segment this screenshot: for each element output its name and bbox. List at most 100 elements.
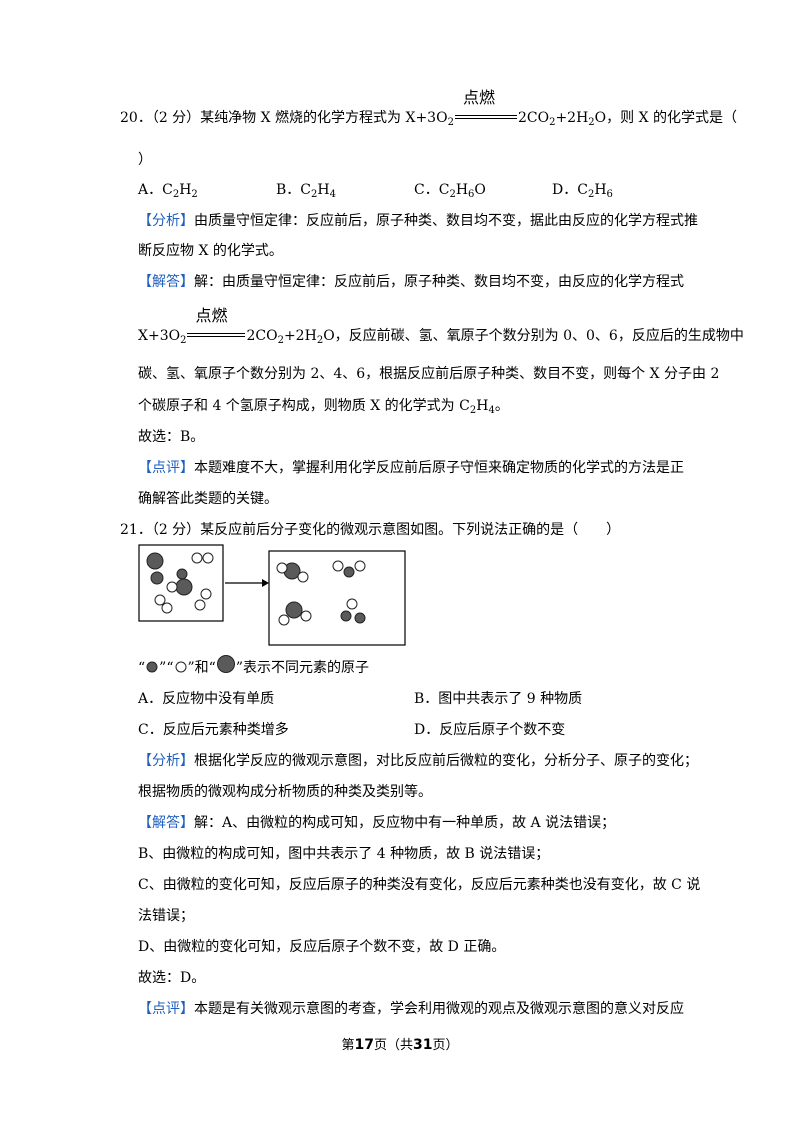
q20-analysis-cont: 断反应物 X 的化学式。 (138, 243, 283, 259)
atom-white (276, 562, 288, 574)
answer-text: 解：A、由微粒的构成可知，反应物中有一种单质，故 A 说法错误； (194, 815, 616, 831)
atom-white (278, 614, 290, 626)
q20-stem-text: 20．（2 分）某纯净物 X 燃烧的化学方程式为 X+3O (120, 110, 448, 126)
page-footer: 第17页（共31页） (0, 1034, 800, 1053)
atom-small-dark (176, 568, 188, 580)
option-text: A．C (138, 182, 173, 198)
reaction-condition: 点燃 (187, 306, 246, 342)
subscript: 2 (469, 405, 477, 416)
answer-tag: 【解答】 (138, 815, 194, 831)
q21-analysis-cont: 根据物质的微观构成分析物质的种类及类别等。 (138, 784, 432, 800)
option-text: H (594, 182, 607, 198)
q20-answer: 【解答】解：由质量守恒定律：反应前后，原子种类、数目均不变，由反应的化学方程式 (138, 272, 684, 292)
option-text: H (455, 182, 469, 198)
q20-option-a[interactable]: A．C2H2 (138, 180, 198, 200)
q20-answer-line4: 个碳原子和 4 个氢原子构成，则物质 X 的化学式为 C2H4。 (138, 396, 509, 416)
white-atom-icon (175, 661, 186, 673)
condition-label: 点燃 (462, 88, 495, 107)
analysis-text: 由质量守恒定律：反应前后，原子种类、数目均不变，据此由反应的化学方程式推 (194, 213, 698, 229)
q20-analysis: 【分析】由质量守恒定律：反应前后，原子种类、数目均不变，据此由反应的化学方程式推 (138, 211, 698, 231)
subscript: 2 (449, 189, 456, 200)
legend-text: ”“ (159, 660, 174, 676)
q21-option-b[interactable]: B．图中共表示了 9 种物质 (414, 691, 583, 707)
answer-tag: 【解答】 (138, 274, 194, 290)
subscript: 2 (316, 335, 324, 346)
arrow-head (262, 579, 269, 587)
legend-text: ”表示不同元素的原子 (235, 660, 369, 676)
answer-text: 解：由质量守恒定律：反应前后，原子种类、数目均不变，由反应的化学方程式 (194, 274, 684, 290)
comment-text: 本题难度不大，掌握利用化学反应前后原子守恒来确定物质的化学式的方法是正 (194, 460, 684, 476)
analysis-tag: 【分析】 (138, 753, 194, 769)
subscript: 2 (587, 189, 595, 200)
condition-label: 点燃 (195, 306, 228, 325)
subscript: 2 (277, 335, 284, 346)
q21-answer-line2: B、由微粒的构成可知，图中共表示了 4 种物质，故 B 说法错误； (138, 846, 550, 862)
subscript: 6 (606, 189, 613, 200)
subscript: 6 (468, 189, 475, 200)
page-number: 17 (354, 1037, 374, 1053)
page-total: 31 (413, 1037, 433, 1053)
q21-answer-line4: 法错误； (138, 908, 194, 924)
atom-large-dark (175, 578, 193, 596)
q21-option-d[interactable]: D．反应后原子个数不变 (414, 722, 566, 738)
q21-answer-line3: C、由微粒的变化可知，反应后原子的种类没有变化，反应后元素种类也没有变化，故 C… (138, 877, 701, 893)
subscript: 2 (172, 189, 180, 200)
q21-option-a[interactable]: A．反应物中没有单质 (138, 691, 275, 707)
reaction-condition: 点燃 (454, 88, 517, 124)
q20-option-c[interactable]: C．C2H6O (414, 180, 486, 200)
subscript: 2 (588, 117, 595, 128)
q21-stem: 21．（2 分）某反应前后分子变化的微观示意图如图。下列说法正确的是（ ） (120, 522, 621, 538)
option-text: D．C (552, 182, 588, 198)
q20-stem-text: +2H (555, 110, 589, 126)
subscript: 2 (191, 189, 198, 200)
atom-white (194, 599, 206, 611)
q20-choice: 故选：B。 (138, 429, 205, 445)
atom-white (154, 594, 166, 606)
atom-small-dark (354, 612, 366, 624)
legend-text: ”和“ (187, 660, 216, 676)
q20-option-d[interactable]: D．C2H6 (552, 180, 613, 200)
answer-text: 个碳原子和 4 个氢原子构成，则物质 X 的化学式为 C (138, 398, 470, 414)
atom-small-dark (340, 610, 352, 622)
q20-comment: 【点评】本题难度不大，掌握利用化学反应前后原子守恒来确定物质的化学式的方法是正 (138, 458, 684, 478)
option-text: H (317, 182, 330, 198)
answer-text: 2CO (246, 328, 278, 344)
subscript: 4 (329, 189, 336, 200)
option-text: O (474, 182, 486, 198)
large-dark-atom-icon (216, 655, 235, 673)
answer-text: +2H (283, 328, 317, 344)
atom-white (191, 552, 203, 564)
q20-stem-close: ） (138, 152, 152, 168)
q21-analysis: 【分析】根据化学反应的微观示意图，对比反应前后微粒的变化，分析分子、原子的变化； (138, 751, 698, 771)
q21-answer-line5: D、由微粒的变化可知，反应后原子个数不变，故 D 正确。 (138, 939, 506, 955)
subscript: 2 (311, 189, 318, 200)
q21-option-c[interactable]: C．反应后元素种类增多 (138, 722, 289, 738)
q21-legend: “ ”“ ”和“ ”表示不同元素的原子 (138, 654, 369, 678)
q20-option-b[interactable]: B．C2H4 (276, 180, 336, 200)
legend-text: “ (138, 660, 146, 676)
subscript: 2 (447, 117, 454, 128)
atom-white (354, 560, 366, 572)
comment-tag: 【点评】 (138, 460, 194, 476)
answer-text: 。 (494, 398, 509, 414)
q20-stem-text: 2CO (517, 110, 550, 126)
q21-answer: 【解答】解：A、由微粒的构成可知，反应物中有一种单质，故 A 说法错误； (138, 813, 615, 833)
footer-text: 页） (432, 1038, 459, 1053)
answer-text: X+3O (138, 328, 181, 344)
option-text: C．C (414, 182, 450, 198)
analysis-text: 根据化学反应的微观示意图，对比反应前后微粒的变化，分析分子、原子的变化； (194, 753, 698, 769)
q20-stem-text: O，则 X 的化学式是（ (594, 110, 738, 126)
subscript: 2 (549, 117, 556, 128)
atom-white (161, 602, 173, 614)
option-text: H (179, 182, 192, 198)
atom-large-dark (146, 552, 164, 570)
q20-comment-cont: 确解答此类题的关键。 (138, 491, 278, 507)
molecule-diagram (138, 544, 406, 646)
after-box (268, 550, 406, 646)
before-box (138, 544, 224, 622)
q21-choice: 故选：D。 (138, 970, 206, 986)
small-dark-atom-icon (146, 661, 158, 673)
